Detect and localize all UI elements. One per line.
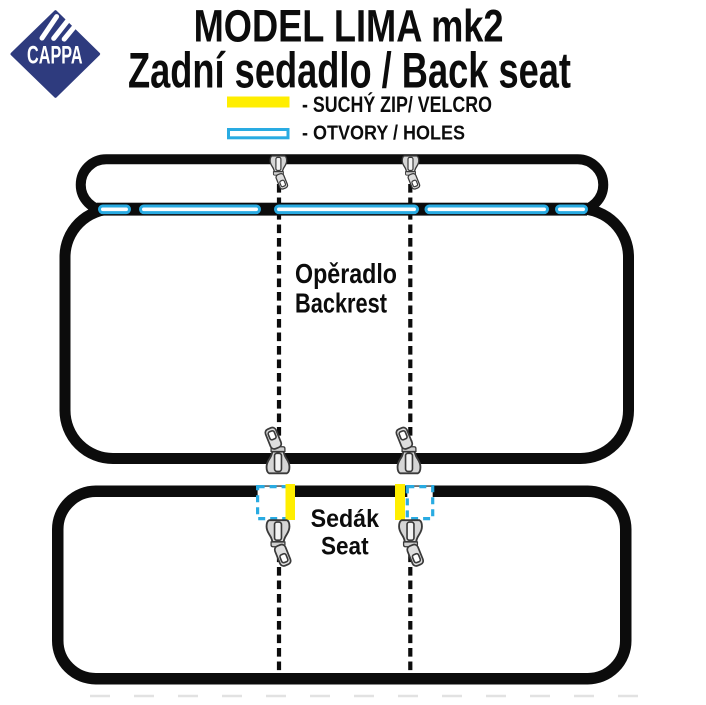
svg-text:CAPPA: CAPPA — [27, 42, 83, 70]
svg-text:Zadní sedadlo / Back seat: Zadní sedadlo / Back seat — [128, 43, 571, 99]
svg-text:MODEL LIMA mk2: MODEL LIMA mk2 — [194, 0, 504, 51]
svg-text:- SUCHÝ ZIP/ VELCRO: - SUCHÝ ZIP/ VELCRO — [302, 92, 492, 117]
svg-text:Sedák: Sedák — [311, 506, 380, 533]
svg-text:Backrest: Backrest — [295, 288, 387, 319]
svg-text:- OTVORY / HOLES: - OTVORY / HOLES — [302, 122, 465, 145]
svg-text:Seat: Seat — [321, 534, 369, 561]
svg-text:Opěradlo: Opěradlo — [295, 258, 397, 289]
